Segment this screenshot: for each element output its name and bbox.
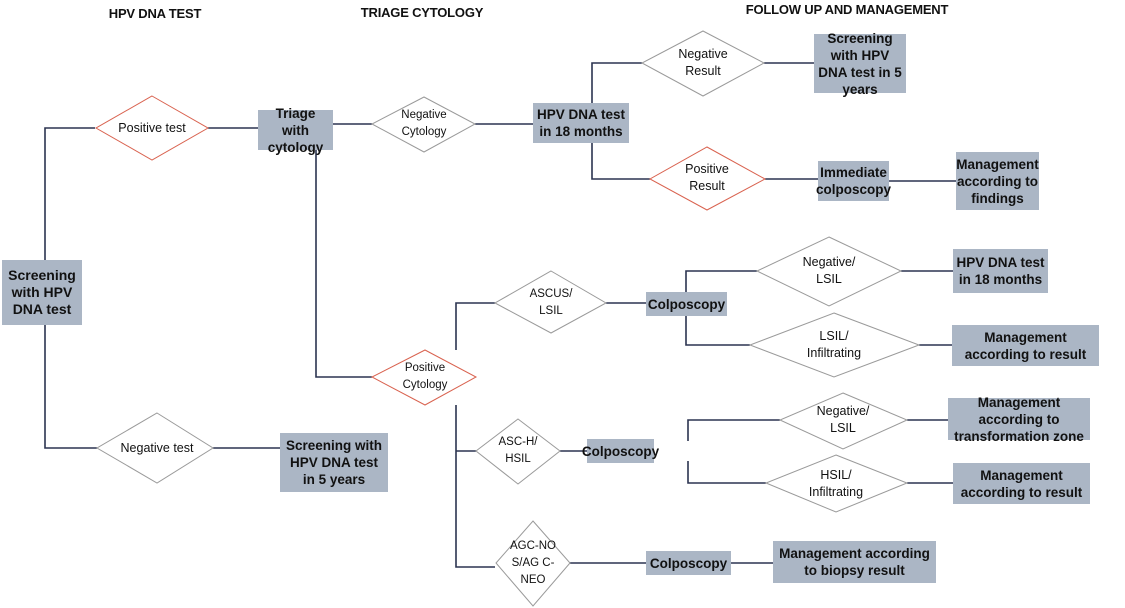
connector-screening-positive bbox=[44, 127, 95, 260]
label-agc: AGC-NOS/AG C-NEO bbox=[510, 539, 556, 586]
label-neg-lsil-1: Negative/ LSIL bbox=[802, 255, 856, 286]
diamond-hsil-infiltrating bbox=[764, 454, 909, 513]
box-management-tz: Management according to transformation z… bbox=[948, 395, 1090, 444]
connector-colpo1-lsilinf bbox=[685, 316, 750, 346]
label-neg-lsil-2: Negative/ LSIL bbox=[816, 404, 870, 435]
label-hsil-infiltrating: HSIL/ Infiltrating bbox=[808, 468, 864, 499]
diamond-ascus-lsil bbox=[493, 270, 608, 334]
connector-poscyt-down bbox=[455, 405, 495, 568]
box-colposcopy-2: Colposcopy bbox=[582, 439, 659, 463]
box-immediate-colposcopy: Immediate colposcopy bbox=[816, 161, 891, 201]
connector-hpv18-posresult bbox=[591, 143, 650, 180]
box-management-findings: Management according to findings bbox=[956, 152, 1039, 210]
connector-colpo2-hsilinf bbox=[687, 461, 766, 484]
diamond-neg-lsil-2 bbox=[778, 392, 909, 450]
diamond-positive-test bbox=[94, 95, 210, 161]
label-asch-hsil: ASC-H/ HSIL bbox=[498, 436, 538, 465]
label-positive-cytology: Positive Cytology bbox=[402, 362, 448, 391]
connector-triage-poscyt bbox=[315, 150, 372, 378]
box-management-biopsy: Management according to biopsy result bbox=[773, 541, 936, 583]
label-negative-cytology: Negative Cytology bbox=[401, 109, 447, 138]
label-negative-result: Negative Result bbox=[678, 47, 728, 78]
header-triage-cytology: TRIAGE CYTOLOGY bbox=[360, 5, 484, 20]
box-colposcopy-1: Colposcopy bbox=[646, 292, 727, 316]
diamond-negative-test bbox=[96, 412, 214, 484]
diamond-negative-cytology bbox=[370, 96, 477, 153]
box-colposcopy-3: Colposcopy bbox=[646, 551, 731, 575]
header-hpv-dna-test: HPV DNA TEST bbox=[108, 6, 202, 21]
diamond-positive-cytology bbox=[370, 349, 478, 406]
connector-poscyt-ascus bbox=[455, 302, 495, 350]
connector-colpo2-neglsil bbox=[687, 419, 780, 441]
box-hpv-18m-top: HPV DNA test in 18 months bbox=[533, 103, 629, 143]
label-positive-test: Positive test bbox=[118, 120, 186, 135]
box-triage-cytology: Triage with cytology bbox=[258, 106, 333, 155]
box-management-result-2: Management according to result bbox=[953, 463, 1090, 504]
connector-colpo1-neglsil bbox=[685, 270, 757, 292]
diamond-positive-result bbox=[648, 146, 767, 211]
box-management-result-1: Management according to result bbox=[952, 325, 1099, 366]
diamond-lsil-infiltrating bbox=[748, 312, 921, 378]
box-screening-5y-left: Screening with HPV DNA test in 5 years bbox=[280, 433, 388, 492]
connector-screening-negative bbox=[44, 325, 97, 449]
diamond-neg-lsil-1 bbox=[755, 236, 903, 307]
label-positive-result: Positive Result bbox=[685, 162, 729, 193]
connector-hpv18-negresult bbox=[591, 62, 642, 103]
label-negative-test: Negative test bbox=[120, 440, 194, 455]
box-screening-hpv: Screening with HPV DNA test bbox=[2, 260, 82, 325]
box-screening-5y-right: Screening with HPV DNA test in 5 years bbox=[814, 31, 906, 97]
header-follow-up: FOLLOW UP AND MANAGEMENT bbox=[745, 2, 949, 17]
box-hpv-18m-2: HPV DNA test in 18 months bbox=[953, 249, 1048, 293]
diamond-asch-hsil bbox=[475, 418, 561, 485]
diamond-negative-result bbox=[640, 30, 766, 97]
label-lsil-infiltrating: LSIL/ Infiltrating bbox=[806, 329, 862, 360]
diamond-agc bbox=[495, 520, 571, 607]
label-ascus-lsil: ASCUS/ LSIL bbox=[529, 288, 573, 317]
